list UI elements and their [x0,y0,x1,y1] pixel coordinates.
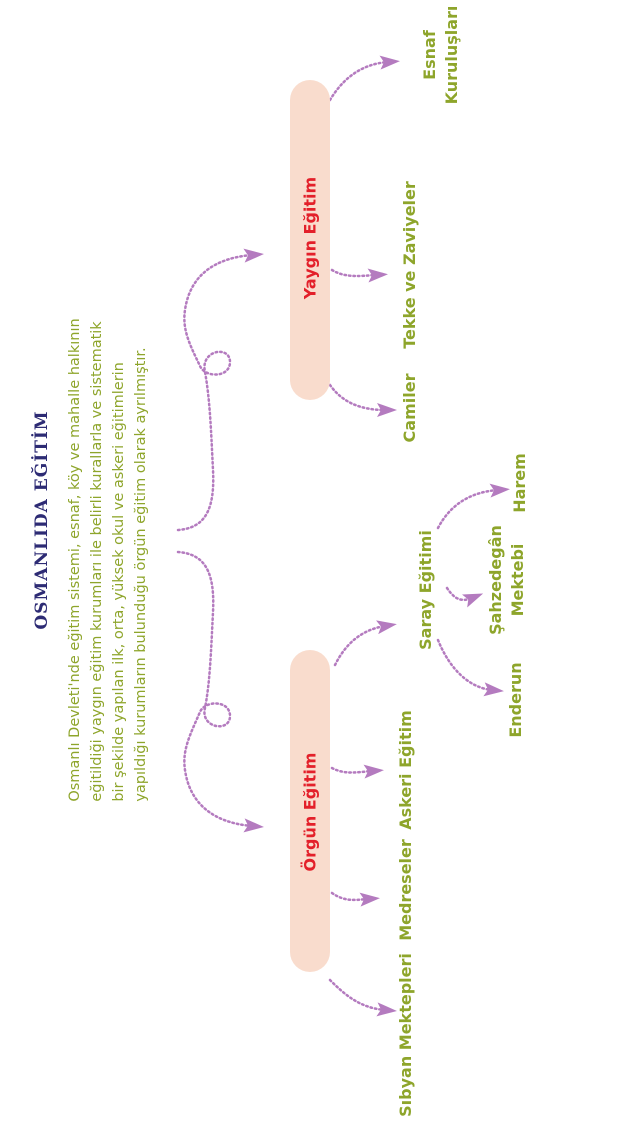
yaygin-label: Yaygın Eğitim [300,176,320,300]
mektebi-line: Mektebi [508,543,527,617]
paragraph-line: bir şekilde yapılan ilk, orta, yüksek ok… [111,362,127,802]
camiler-label: Camiler [400,373,419,443]
paragraph-line: Osmanlı Devleti'nde eğitim sistemi, esna… [67,318,83,802]
orgun-pill [290,650,330,972]
page-title: OSMANLIDA EĞİTİM [32,410,52,630]
medreseler-label: Medreseler [396,839,415,941]
sahzedegan-label: Şahzedegân Mektebi [485,525,529,635]
harem-label: Harem [510,453,529,513]
tekke-label: Tekke ve Zaviyeler [400,181,419,349]
sahzedegan-line: Şahzedegân [486,525,505,635]
askeri-label: Askeri Eğitim [396,710,415,830]
paragraph-line: eğitildiği yaygın eğitim kurumları ile b… [89,321,105,802]
sibyan-label: Sıbyan Mektepleri [396,953,415,1117]
kuruluslari-line: Kuruluşları [442,5,461,105]
yaygin-pill [290,80,330,400]
orgun-label: Örgün Eğitim [300,752,320,872]
enderun-label: Enderun [506,662,525,738]
intro-paragraph: Osmanlı Devleti'nde eğitim sistemi, esna… [64,318,152,801]
paragraph-line: yapıldığı kurumların bulunduğu örgün eği… [133,347,149,802]
arrow-to-yaygin [176,248,264,532]
saray-label: Saray Eğitimi [416,530,435,650]
esnaf-line: Esnaf [420,30,439,80]
arrow-to-orgun [176,550,264,833]
esnaf-label: Esnaf Kuruluşları [419,6,463,105]
